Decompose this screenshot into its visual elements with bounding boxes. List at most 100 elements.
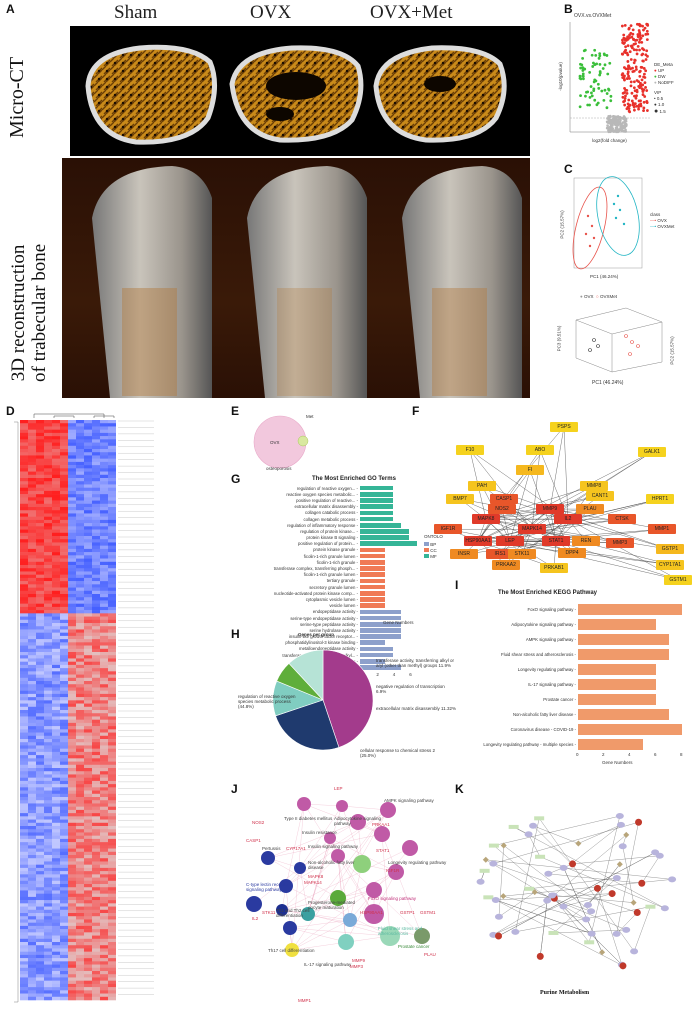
heatmap-cell (28, 922, 36, 927)
heatmap-cell (92, 961, 100, 965)
heatmap-cell (28, 674, 36, 679)
heatmap-cell (84, 906, 92, 911)
metabolite-edge (493, 822, 639, 864)
heatmap-cell (92, 726, 100, 730)
heatmap-cell (92, 739, 100, 743)
heatmap-cell (92, 645, 100, 650)
heatmap-cell (60, 780, 68, 785)
heatmap-cell (76, 465, 84, 469)
heatmap-cell (100, 452, 108, 456)
heatmap-cell (20, 871, 28, 875)
heatmap-cell (28, 490, 36, 495)
heatmap-cell (44, 800, 52, 804)
heatmap-cell (36, 722, 44, 727)
heatmap-cell (36, 432, 44, 437)
heatmap-cell (100, 664, 108, 669)
volcano-point-nodiff (616, 123, 619, 126)
heatmap-cell (92, 716, 100, 720)
heatmap-cell (68, 742, 76, 746)
heatmap-cell (92, 661, 100, 666)
volcano-point-up (641, 90, 645, 93)
heatmap-cell (68, 755, 76, 759)
heatmap-cell (76, 813, 84, 817)
volcano-point-down (578, 105, 582, 109)
reconstruction-femur-renders (92, 166, 522, 398)
volcano-point-down (581, 74, 585, 78)
heatmap-cell (60, 436, 68, 440)
heatmap-cell (28, 632, 36, 637)
heatmap-cell (84, 829, 92, 833)
column-header-sham: Sham (114, 2, 158, 23)
ppi-node-gstm1: GSTM1 (664, 574, 692, 585)
heatmap-cell (92, 516, 100, 521)
heatmap-cell (52, 851, 60, 856)
heatmap-cell (36, 938, 44, 943)
volcano-legend-down: ● DW (654, 74, 666, 79)
heatmap-cell (108, 848, 116, 853)
heatmap-cell (92, 465, 100, 469)
heatmap-cell (52, 974, 60, 978)
heatmap-cell (68, 893, 76, 898)
heatmap-cell (60, 439, 68, 443)
heatmap-cell (52, 478, 60, 482)
heatmap-cell (100, 874, 108, 878)
heatmap-cell (20, 449, 28, 453)
heatmap-cell (44, 658, 52, 662)
go-bar-label: cytoplasmic vesicle lumen - (305, 596, 358, 602)
compound-node (587, 908, 596, 915)
heatmap-cell (60, 623, 68, 627)
heatmap-cell (100, 684, 108, 688)
heatmap-cell (76, 835, 84, 840)
heatmap-cell (52, 996, 60, 1001)
heatmap-cell (36, 880, 44, 885)
heatmap-cell (108, 929, 116, 933)
heatmap-cell (76, 896, 84, 901)
heatmap-cell (108, 864, 116, 869)
heatmap-cell (108, 629, 116, 633)
enrichment-edge (381, 833, 423, 937)
heatmap-cell (20, 780, 28, 785)
heatmap-cell (52, 532, 60, 537)
heatmap-cell (76, 536, 84, 540)
heatmap-cell (28, 487, 36, 492)
heatmap-cell (20, 513, 28, 517)
heatmap-cell (68, 748, 76, 753)
enrichment-label: Progesterone-mediated oocyte maturation (308, 900, 356, 910)
heatmap-cell (84, 874, 92, 878)
heatmap-cell (52, 742, 60, 746)
heatmap-cell (36, 803, 44, 807)
heatmap-cell (52, 468, 60, 472)
kegg-bar-row: Adipocytokine signaling pathway - (458, 617, 682, 632)
heatmap-cell (68, 497, 76, 501)
heatmap-cell (20, 845, 28, 849)
heatmap-cell (36, 774, 44, 778)
heatmap-cell (68, 896, 76, 901)
heatmap-cell (60, 903, 68, 907)
heatmap-cell (28, 655, 36, 659)
heatmap-cell (68, 813, 76, 817)
enrichment-edge (299, 805, 343, 869)
heatmap-cell (84, 677, 92, 682)
heatmap-cell (28, 677, 36, 682)
heatmap-cell (92, 803, 100, 807)
venn-label-ovx: OVX (270, 440, 280, 445)
heatmap-cell (84, 980, 92, 985)
heatmap-cell (20, 455, 28, 459)
heatmap-cell (20, 848, 28, 853)
heatmap-cell (84, 542, 92, 546)
heatmap-cell (28, 626, 36, 630)
heatmap-cell (84, 990, 92, 994)
heatmap-cell (36, 420, 44, 424)
heatmap-cell (28, 713, 36, 717)
heatmap-cell (36, 442, 44, 447)
heatmap-cell (60, 832, 68, 836)
heatmap-cell (108, 858, 116, 862)
heatmap-cell (108, 710, 116, 714)
heatmap-cell (68, 971, 76, 975)
heatmap-cell (36, 671, 44, 675)
heatmap-cell (100, 606, 108, 611)
heatmap-cell (52, 568, 60, 572)
heatmap-cell (68, 703, 76, 708)
heatmap-cell (60, 626, 68, 630)
heatmap-cell (92, 951, 100, 956)
